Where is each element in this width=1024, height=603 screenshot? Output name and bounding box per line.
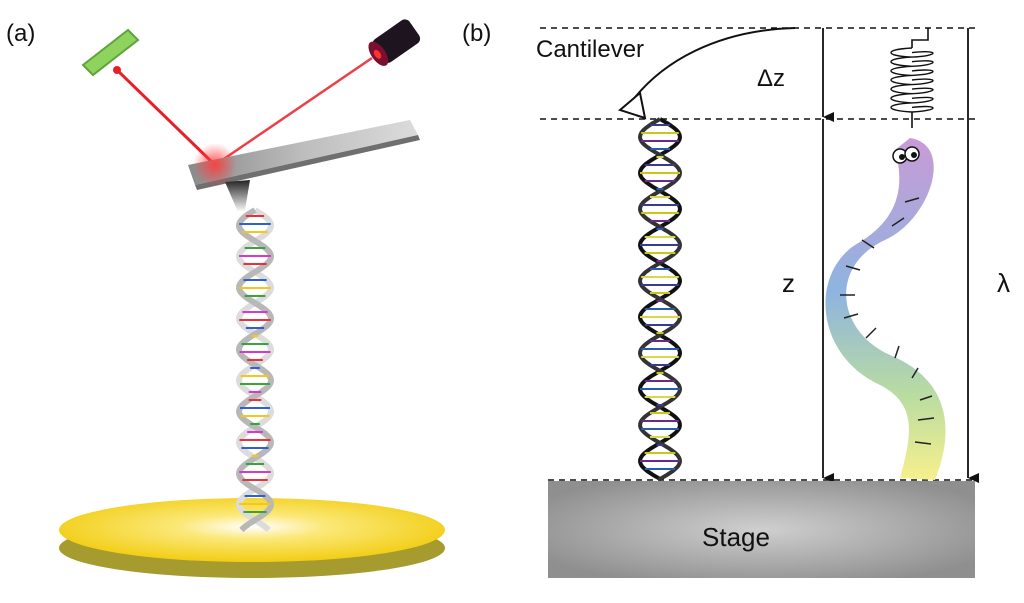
panel-b-label: (b) [462,20,492,47]
gold-substrate [59,498,445,578]
stage [548,481,975,578]
stage-label: Stage [702,522,770,552]
delta-z-label: Δz [757,65,785,92]
worm-polymer-icon [825,138,946,480]
dna-helix-a [235,207,275,533]
cantilever-label: Cantilever [536,36,644,63]
laser-source-icon [368,19,421,66]
worm-eyes [892,146,920,164]
mirror-icon [81,28,140,77]
panel-a-label: (a) [6,20,36,47]
cantilever-a [188,120,420,212]
dna-helix-b [637,117,683,482]
lambda-label: λ [997,268,1010,298]
laser-beams [113,56,373,167]
panel-a [59,19,445,578]
dimension-arrows [822,28,979,483]
cantilever-b [617,27,796,120]
spring-icon [890,28,934,128]
panel-b: Cantilever Δz z λ Stage [536,27,1010,578]
z-label: z [782,268,795,298]
